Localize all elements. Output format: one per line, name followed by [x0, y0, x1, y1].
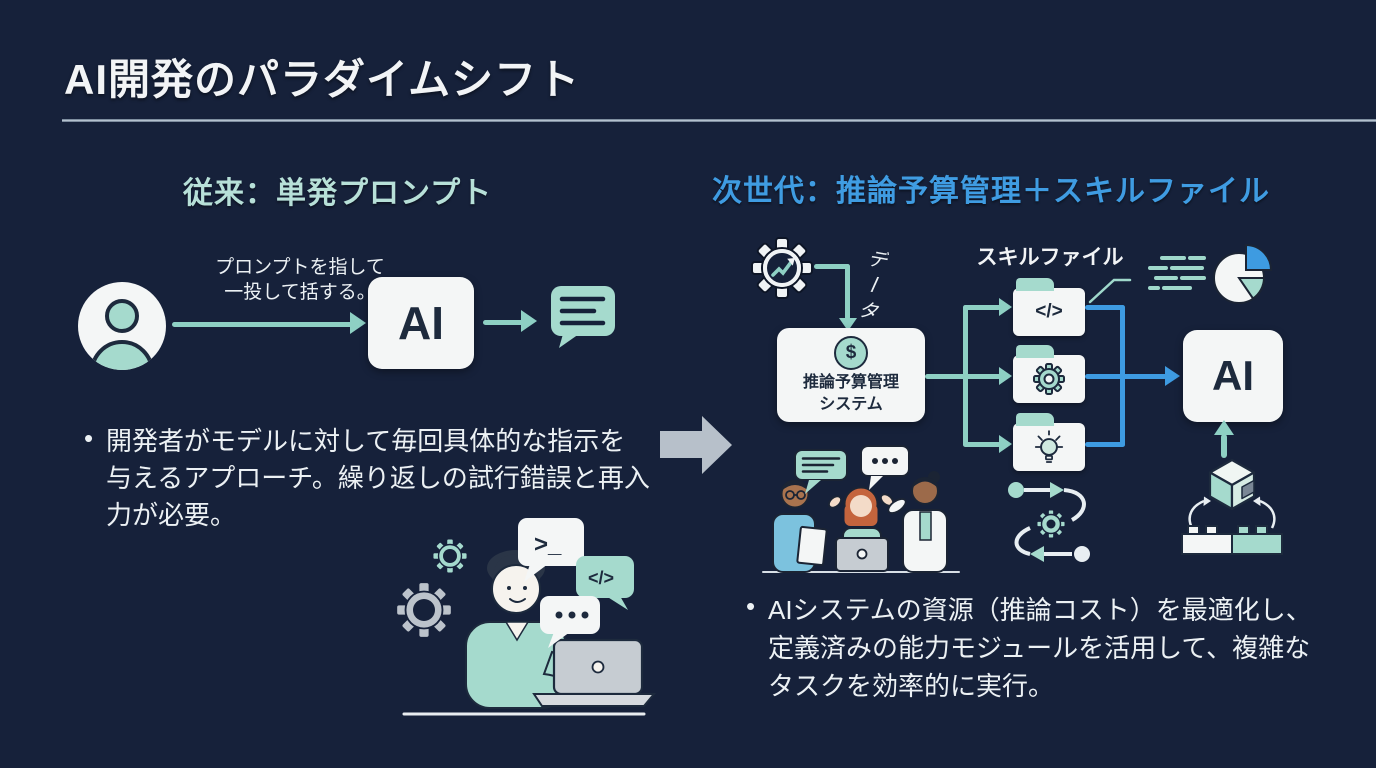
cube-arrow-head [1214, 420, 1234, 435]
budget-out-line [925, 374, 967, 379]
response-bubble-icon [551, 286, 615, 348]
transition-arrow-head [702, 416, 732, 474]
response-arrow-line [483, 320, 525, 325]
right-bullet-marker: • [746, 591, 756, 621]
budget-box: $ 推論予算管理 システム [777, 328, 925, 422]
code-bubble-icon: </> [576, 556, 634, 610]
data-flow-elbow-v [845, 264, 850, 320]
code-icon: </> [1035, 301, 1063, 322]
team-chat-bubble-icon [794, 449, 848, 494]
prompt-arrow-line [172, 322, 354, 327]
skill-files-label: スキルファイル [976, 246, 1124, 269]
data-flow-arrow-head [839, 318, 857, 331]
right-bullet-text: AIシステムの資源（推論コスト）を最適化し、定義済みの能力モジュールを活用して、… [768, 595, 1312, 701]
cube-assembly-icon [1181, 458, 1283, 555]
left-bullet-marker: • [84, 423, 94, 453]
notes-lines-icon [1148, 256, 1206, 290]
title-divider [62, 119, 1376, 122]
branch-line-2 [963, 374, 1001, 379]
branch-line-1 [963, 305, 1001, 310]
team-dots-bubble-icon [860, 445, 910, 490]
budget-box-line1: 推論予算管理 [802, 374, 899, 391]
branch-arrow-3 [999, 435, 1012, 453]
terminal-glyph: >_ [534, 531, 562, 558]
left-bullet-text: 開発者がモデルに対して毎回具体的な指示を与えるアプローチ。繰り返しの試行錯誤と再… [106, 426, 650, 530]
ai-box-left: AI [368, 277, 474, 369]
skill-folder-bulb [1013, 413, 1085, 471]
ai-box-right: AI [1183, 330, 1283, 422]
data-flow-elbow-h [814, 264, 850, 269]
terminal-bubble-icon: >_ [518, 518, 584, 582]
code-glyph: </> [588, 568, 614, 588]
page-title: AI開発のパラダイムシフト [64, 56, 581, 103]
budget-box-line2: システム [819, 396, 883, 413]
skill-folder-code: </> [1013, 278, 1085, 336]
data-label: データ [852, 246, 888, 328]
pie-chart-icon [1213, 243, 1273, 304]
skill-folder-gear [1013, 345, 1085, 403]
user-avatar-icon [78, 282, 166, 370]
team-illustration [762, 445, 960, 573]
gear-chart-icon [751, 237, 813, 299]
prompt-annotation: プロンプトを指して 一投して括する。 [176, 255, 424, 305]
blue-line-2 [1085, 374, 1167, 379]
gear-icon [1033, 363, 1065, 395]
branch-arrow-1 [999, 298, 1012, 316]
left-column-heading: 従来：単発プロンプト [183, 177, 493, 210]
prompt-arrow-head [350, 312, 366, 334]
developer-illustration: >_ </> [395, 518, 657, 716]
connector-line-icon [1088, 278, 1132, 304]
prompt-annotation-line2: 一投して括する。 [224, 282, 376, 303]
branch-arrow-2 [999, 367, 1012, 385]
blue-arrow-head [1165, 366, 1180, 386]
cube-arrow-line [1221, 434, 1227, 458]
branch-line-3 [963, 442, 1001, 447]
right-column-heading: 次世代：推論予算管理＋スキルファイル [712, 175, 1270, 208]
transition-arrow-icon [660, 431, 702, 458]
dots-bubble-icon [540, 596, 600, 648]
lightbulb-icon [1034, 430, 1064, 463]
dollar-icon: $ [834, 336, 868, 370]
response-arrow-head [521, 310, 537, 332]
blue-line-1 [1085, 305, 1125, 310]
blue-line-3 [1085, 442, 1125, 447]
process-flow-icon [1008, 482, 1090, 562]
prompt-annotation-line1: プロンプトを指して [215, 257, 385, 278]
